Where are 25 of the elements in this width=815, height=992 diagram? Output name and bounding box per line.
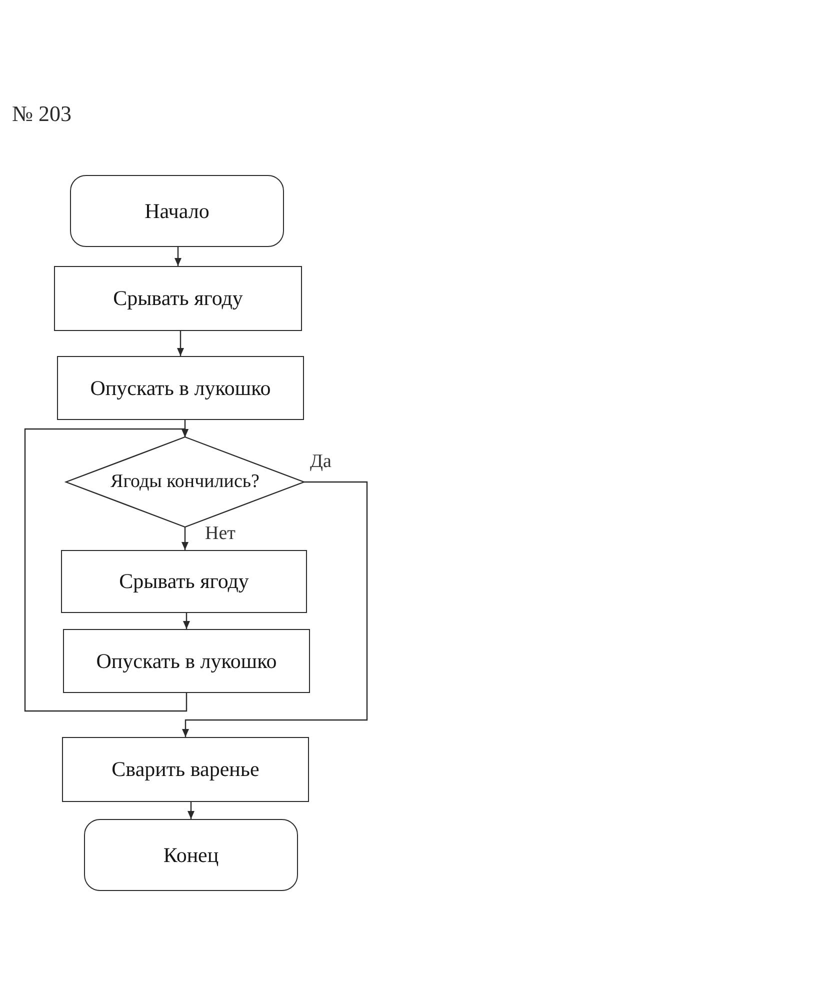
step-text: Срывать ягоду xyxy=(119,569,249,594)
flow-arrow xyxy=(24,428,188,712)
step-text: Срывать ягоду xyxy=(113,286,243,311)
flow-arrow xyxy=(177,331,184,356)
process-box xyxy=(61,550,307,613)
process-box xyxy=(63,629,310,693)
flow-arrow xyxy=(182,481,368,737)
step-text: Опускать в лукошко xyxy=(90,376,271,400)
flow-arrow xyxy=(174,247,182,266)
edge-label: Да xyxy=(308,452,334,472)
decision-diamond xyxy=(66,437,304,527)
task-number: № 203 xyxy=(12,101,72,127)
terminal-box xyxy=(70,175,284,247)
process-box xyxy=(62,737,309,802)
terminal-text: Конец xyxy=(163,842,219,868)
condition-text: Ягоды кончились? xyxy=(110,471,260,493)
process-box xyxy=(54,266,302,331)
process-box xyxy=(57,356,304,420)
step-text: Опускать в лукошко xyxy=(96,648,277,674)
terminal-text: Начало xyxy=(144,198,210,224)
flow-arrow xyxy=(182,527,188,550)
flow-arrow xyxy=(183,613,190,629)
terminal-box xyxy=(84,819,298,891)
flow-arrow xyxy=(188,802,194,819)
step-text: Сварить варенье xyxy=(112,757,260,782)
